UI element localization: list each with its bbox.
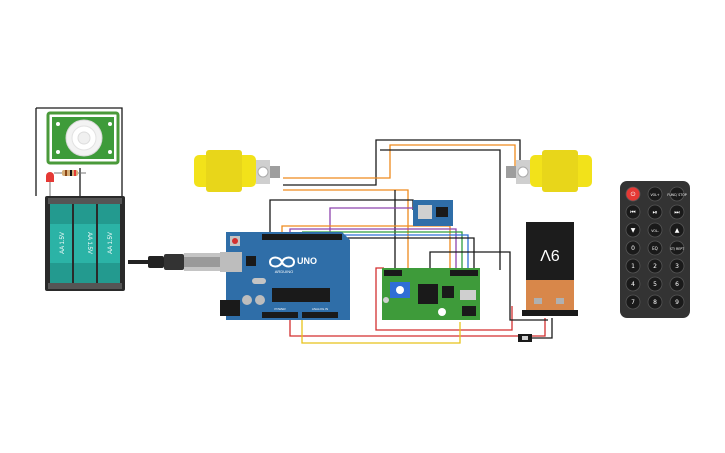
remote-button-label: FUNC/ STOP <box>667 193 686 197</box>
remote-button-label: ⏮ <box>630 209 636 216</box>
remote-button[interactable]: 3 <box>669 258 685 274</box>
remote-button-label: VOL- <box>651 229 659 233</box>
remote-button[interactable]: FUNC/ STOP <box>667 186 687 202</box>
wire-left-motor-to-board[interactable] <box>283 189 409 268</box>
wire-esp-purple[interactable] <box>329 207 415 232</box>
wire-9v-black[interactable] <box>429 251 548 321</box>
led[interactable] <box>46 172 54 196</box>
remote-button-label: 1 <box>631 263 635 270</box>
wire-driver-purple[interactable] <box>289 228 457 268</box>
wire-driver-red-2[interactable] <box>289 315 546 337</box>
remote-button-label: ⏻ <box>631 191 636 198</box>
remote-button[interactable]: ⏮ <box>625 204 641 220</box>
remote-button-label: 8 <box>653 299 657 306</box>
remote-button[interactable]: ▼ <box>625 222 641 238</box>
battery-9v-label: 9V <box>540 246 560 263</box>
esp8266-module[interactable] <box>413 200 453 226</box>
remote-button-label: ST/ REPT <box>670 247 684 251</box>
arduino-power-header-label: POWER <box>274 307 286 311</box>
battery-cell-1-label: AA 1.5V <box>60 232 66 254</box>
pir-sensor[interactable] <box>46 111 120 165</box>
remote-button-label: 5 <box>653 281 657 288</box>
remote-button-label: 4 <box>631 281 635 288</box>
slide-switch[interactable] <box>518 334 532 342</box>
remote-button-label: ⏯ <box>653 209 658 216</box>
wire-yellow[interactable] <box>301 318 461 344</box>
battery-cell-1: AA 1.5V <box>50 204 72 283</box>
battery-cell-3: AA 1.5V <box>98 204 120 283</box>
wire-driver-orange[interactable] <box>281 225 451 268</box>
wire-left-motor-black[interactable] <box>283 139 521 186</box>
remote-button-label: 3 <box>675 263 679 270</box>
remote-button[interactable]: 9 <box>669 294 685 310</box>
wire-driver-black[interactable] <box>322 237 475 268</box>
remote-button-label: ▼ <box>631 227 636 234</box>
remote-button[interactable]: 7 <box>625 294 641 310</box>
dc-motor-left[interactable] <box>194 150 280 192</box>
wires <box>35 107 553 344</box>
remote-button[interactable]: EQ <box>647 240 663 256</box>
ir-remote[interactable]: ⏻ VOL+ FUNC/ STOP ⏮ ⏯ ⏭ ▼ VOL- ▲ 0 EQ ST/ REPT 1 2 3 4 5… <box>620 181 690 318</box>
wire-right-motor-black[interactable] <box>380 149 501 270</box>
remote-button[interactable]: VOL- <box>647 222 663 238</box>
arduino-uno[interactable]: UNO ARDUINO POWER ANALOG IN <box>220 232 350 320</box>
remote-button[interactable]: ⏯ <box>647 204 663 220</box>
dc-motor-right[interactable] <box>506 150 592 192</box>
wire-esp-black[interactable] <box>269 199 414 232</box>
remote-button[interactable]: 1 <box>625 258 641 274</box>
remote-button[interactable]: ⏭ <box>669 204 685 220</box>
wire-driver-red-1[interactable] <box>375 267 513 331</box>
remote-button[interactable]: ▲ <box>669 222 685 238</box>
remote-button-label: 0 <box>631 245 635 252</box>
remote-button-label: 7 <box>631 299 635 306</box>
wire-driver-green[interactable] <box>302 231 463 268</box>
battery-9v[interactable]: 9V <box>522 222 578 316</box>
remote-button-label: 9 <box>675 299 679 306</box>
battery-cell-2-label: AA 1.5V <box>86 232 92 254</box>
remote-button-label: EQ <box>652 246 658 251</box>
remote-button[interactable]: 5 <box>647 276 663 292</box>
remote-button[interactable]: ⏻ <box>625 186 641 202</box>
arduino-subtitle-label: ARDUINO <box>275 269 293 274</box>
remote-button[interactable]: ST/ REPT <box>669 240 685 256</box>
remote-button-label: ⏭ <box>674 209 680 216</box>
wire-left-motor-orange[interactable] <box>283 144 516 179</box>
remote-button[interactable]: 4 <box>625 276 641 292</box>
battery-cell-3-label: AA 1.5V <box>108 232 114 254</box>
remote-button-label: ▲ <box>675 227 680 234</box>
usb-cable[interactable] <box>128 253 224 271</box>
wire-switch[interactable] <box>528 318 553 339</box>
motor-driver-board[interactable] <box>382 268 480 320</box>
arduino-analog-header-label: ANALOG IN <box>312 307 328 311</box>
remote-button[interactable]: 0 <box>625 240 641 256</box>
remote-button[interactable]: VOL+ <box>647 186 663 202</box>
battery-cell-2: AA 1.5V <box>74 204 96 283</box>
arduino-infinity-icon <box>268 256 296 268</box>
remote-button[interactable]: 2 <box>647 258 663 274</box>
wire-driver-blue[interactable] <box>312 234 469 268</box>
remote-button-label: 6 <box>675 281 679 288</box>
remote-button[interactable]: 8 <box>647 294 663 310</box>
resistor[interactable] <box>54 170 86 176</box>
remote-button[interactable]: 6 <box>669 276 685 292</box>
arduino-brand-label: UNO <box>297 256 317 266</box>
remote-button-label: VOL+ <box>650 193 659 197</box>
wire-pir-frame[interactable] <box>35 107 123 196</box>
remote-button-label: 2 <box>653 263 657 270</box>
remote-button-grid: ⏻ VOL+ FUNC/ STOP ⏮ ⏯ ⏭ ▼ VOL- ▲ 0 EQ ST/ REPT 1 2 3 4 5… <box>625 186 687 310</box>
